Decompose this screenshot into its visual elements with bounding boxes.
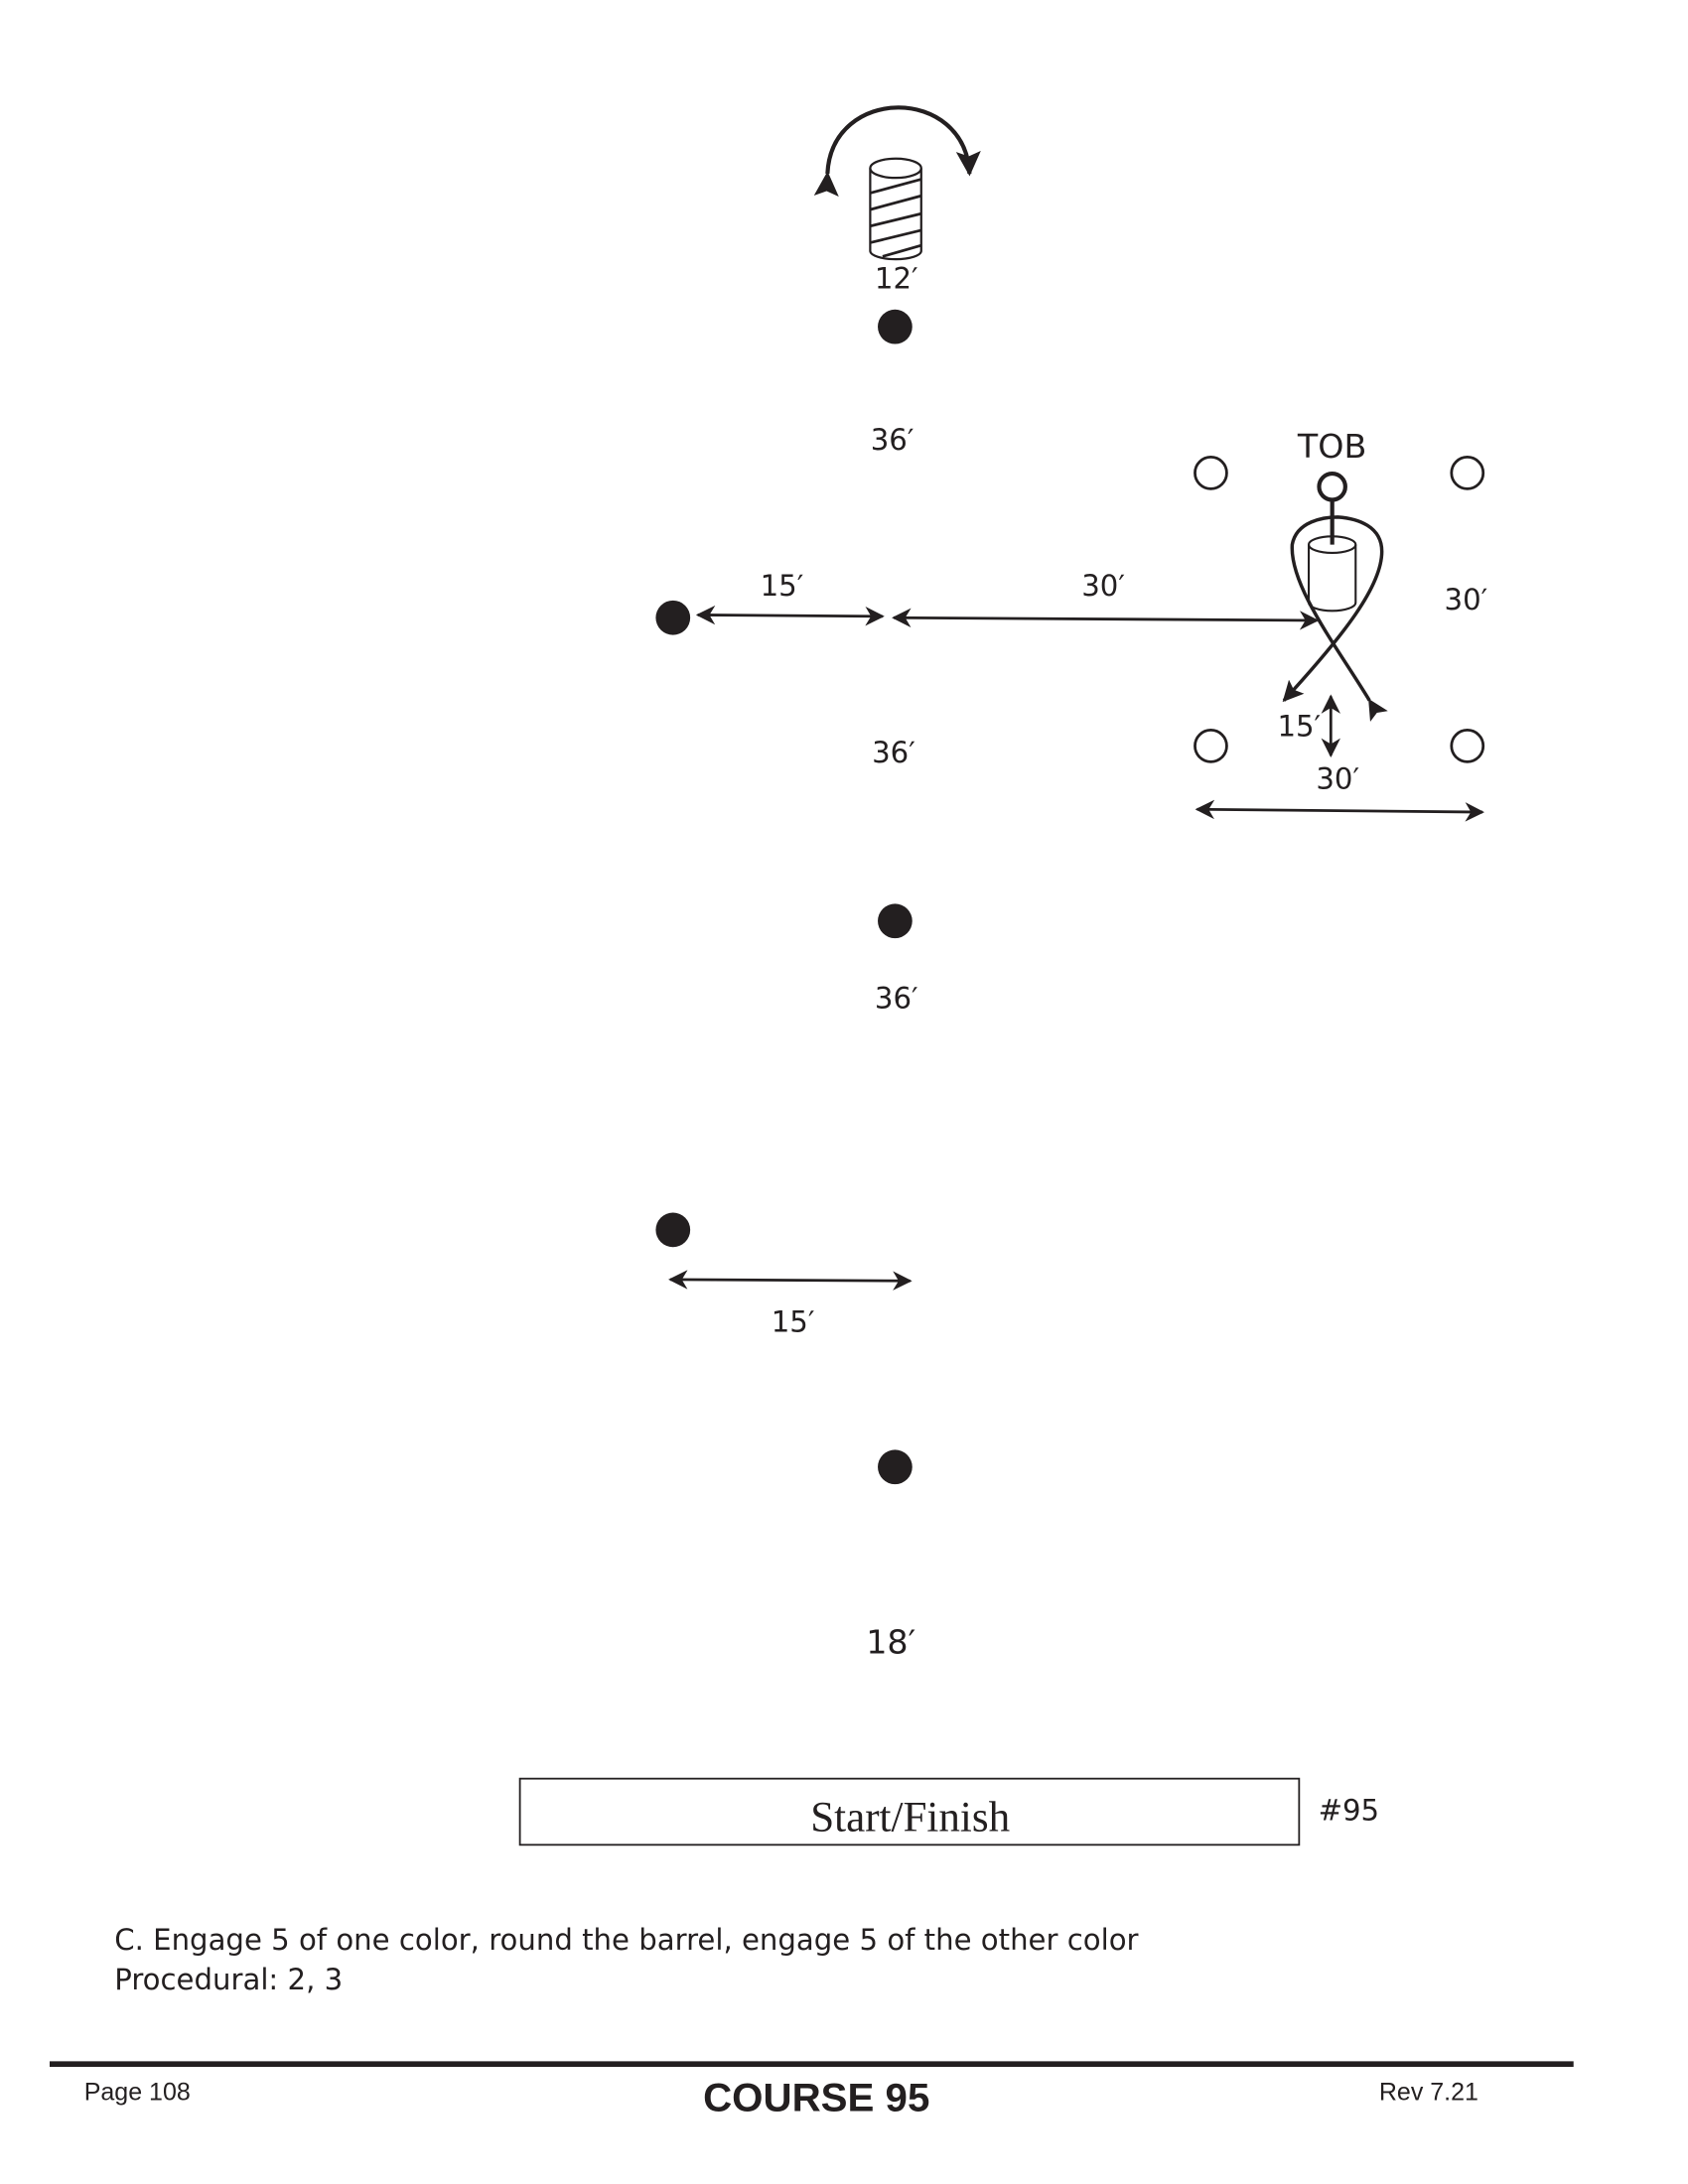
offset-arrow bbox=[668, 1270, 913, 1291]
striped-barrel-icon bbox=[869, 157, 922, 261]
offset-arrow bbox=[695, 605, 885, 626]
cone-marker bbox=[878, 903, 913, 939]
offset-to-tob-label: 30′ bbox=[1081, 569, 1125, 603]
cone-marker bbox=[655, 600, 691, 635]
left-offset-label: 15′ bbox=[761, 569, 804, 603]
procedural-text: Procedural: 2, 3 bbox=[114, 1963, 343, 1996]
footer-title: COURSE 95 bbox=[703, 2075, 929, 2119]
start-finish-label: Start/Finish bbox=[810, 1794, 1010, 1841]
distance-label: 36′ bbox=[871, 423, 914, 457]
distance-label: 18′ bbox=[866, 1622, 915, 1661]
tob-pin-icon bbox=[1317, 472, 1347, 545]
tob-label: TOB bbox=[1297, 427, 1366, 466]
cone-marker bbox=[655, 1212, 691, 1248]
distance-label: 36′ bbox=[872, 736, 915, 769]
barrel-icon bbox=[1308, 535, 1357, 613]
distance-label: 36′ bbox=[875, 981, 918, 1015]
cone-marker bbox=[878, 1449, 913, 1485]
open-cone-marker bbox=[1194, 729, 1228, 763]
revision-label: Rev 7.21 bbox=[1379, 2078, 1478, 2106]
left-offset-label: 15′ bbox=[772, 1305, 815, 1339]
open-cone-marker bbox=[1450, 729, 1485, 763]
open-cone-marker bbox=[1194, 456, 1228, 490]
rotation-arrow-icon bbox=[813, 105, 981, 198]
instruction-text: C. Engage 5 of one color, round the barr… bbox=[114, 1923, 1138, 1957]
loop-path-arrow-icon bbox=[1282, 515, 1388, 722]
start-finish-box bbox=[518, 1777, 1301, 1846]
box-width-label: 30′ bbox=[1316, 761, 1359, 795]
box-width-arrow bbox=[1195, 799, 1484, 822]
offset-to-tob-arrow bbox=[892, 608, 1320, 630]
course-number-label: #95 bbox=[1319, 1793, 1380, 1827]
cone-marker bbox=[878, 309, 913, 344]
page-number: Page 108 bbox=[84, 2078, 191, 2106]
tob-gap-label: 15′ bbox=[1277, 710, 1321, 744]
barrel-distance-label: 12′ bbox=[875, 261, 918, 295]
open-cone-marker bbox=[1450, 456, 1485, 490]
box-depth-label: 30′ bbox=[1445, 583, 1488, 616]
